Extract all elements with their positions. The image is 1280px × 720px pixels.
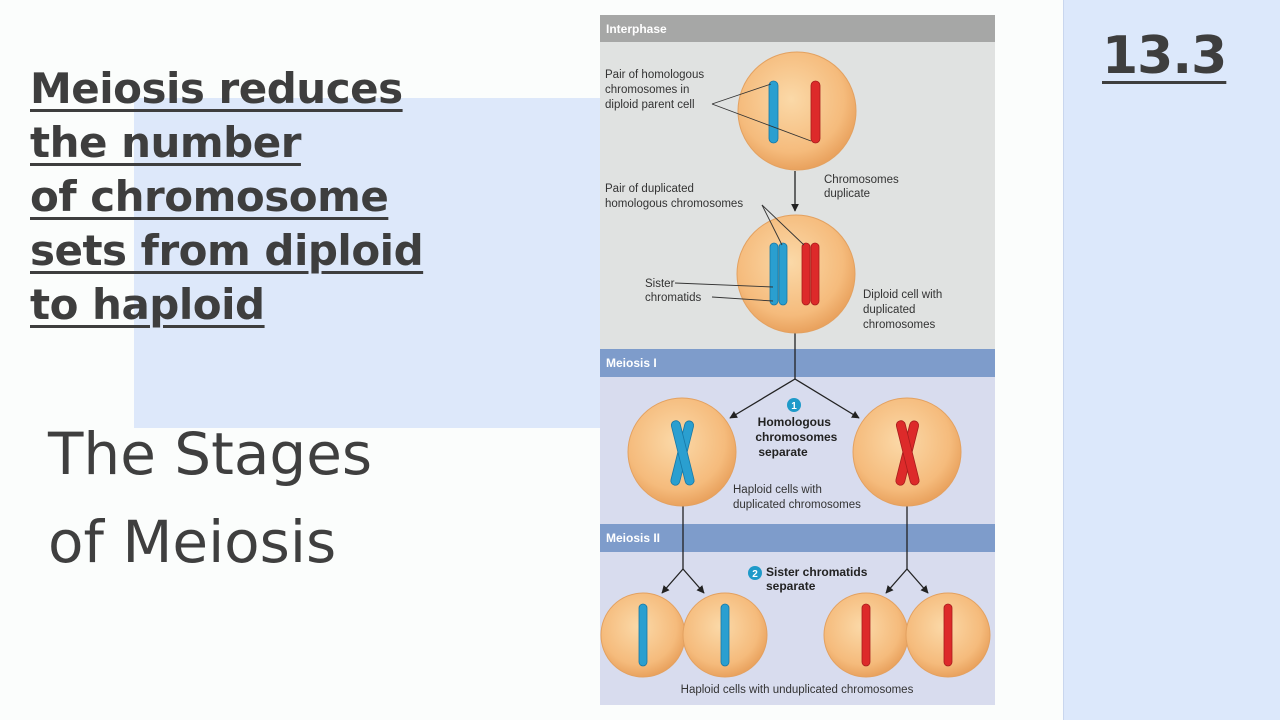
title-line: to haploid <box>30 280 265 329</box>
slide-subtitle: The Stages of Meiosis <box>48 410 372 586</box>
arrow-right-a <box>885 568 908 594</box>
title-line: of chromosome <box>30 172 389 221</box>
title-line: sets from diploid <box>30 226 424 275</box>
slide-title: Meiosis reduces the number of chromosome… <box>30 62 460 332</box>
red-sister-chromatid <box>810 242 820 306</box>
step-2-label: Sister chromatids separate <box>766 565 871 593</box>
meiosis2-band-label: Meiosis II <box>606 531 660 545</box>
diploid-parent-cell <box>737 51 857 171</box>
red-chromosome <box>810 80 821 144</box>
blue-chromosome <box>638 603 648 667</box>
blue-chromosome <box>720 603 730 667</box>
diploid-duplicated-cell <box>736 214 856 334</box>
step-2-number: 2 <box>752 569 758 580</box>
meiosis1-band-label: Meiosis I <box>606 356 657 370</box>
section-number: 13.3 <box>1102 26 1227 86</box>
interphase-band-label: Interphase <box>606 22 667 36</box>
red-chromosome <box>861 603 871 667</box>
title-line: Meiosis reduces <box>30 64 403 113</box>
label-diploid-duplicated: Diploid cell with duplicated chromosomes <box>863 289 945 331</box>
label-haploid-duplicated: Haploid cells with duplicated chromosome… <box>733 484 861 511</box>
subtitle-line: of Meiosis <box>48 508 337 576</box>
interphase-band <box>600 15 995 42</box>
subtitle-line: The Stages <box>48 420 373 488</box>
label-pair-homologous: Pair of homologous chromosomes in diploi… <box>605 69 707 111</box>
meiosis2-band <box>600 524 995 552</box>
right-sidebar-panel <box>1063 0 1280 720</box>
meiosis-diagram: Interphase Meiosis I Meiosis II <box>600 15 995 705</box>
label-sister-chromatids: Sister chromatids <box>645 278 701 304</box>
step-2-badge <box>748 566 762 580</box>
title-line: the number <box>30 118 301 167</box>
arrow-left-a <box>661 568 684 594</box>
red-sister-chromatid <box>801 242 811 306</box>
blue-sister-chromatid <box>778 242 788 306</box>
label-pair-duplicated: Pair of duplicated homologous chromosome… <box>605 183 743 210</box>
arrow-meiosis1-right <box>794 378 860 419</box>
blue-x-chromosome <box>670 420 695 486</box>
arrow-left-b <box>682 568 705 594</box>
blue-sister-chromatid <box>769 242 779 306</box>
step-1-label: Homologous chromosomes separate <box>755 415 840 459</box>
title-highlight-block <box>134 98 604 428</box>
label-chromosomes-duplicate: Chromosomes duplicate <box>824 174 902 200</box>
step-1-number: 1 <box>791 401 797 412</box>
arrow-right-b <box>906 568 929 594</box>
leader-lines <box>674 83 812 302</box>
step-1-badge <box>787 398 801 412</box>
label-haploid-unduplicated: Haploid cells with unduplicated chromoso… <box>681 684 914 696</box>
meiosis1-band <box>600 349 995 377</box>
red-x-chromosome <box>895 420 920 486</box>
arrow-meiosis1-left <box>729 378 796 419</box>
blue-chromosome <box>768 80 779 144</box>
red-chromosome <box>943 603 953 667</box>
